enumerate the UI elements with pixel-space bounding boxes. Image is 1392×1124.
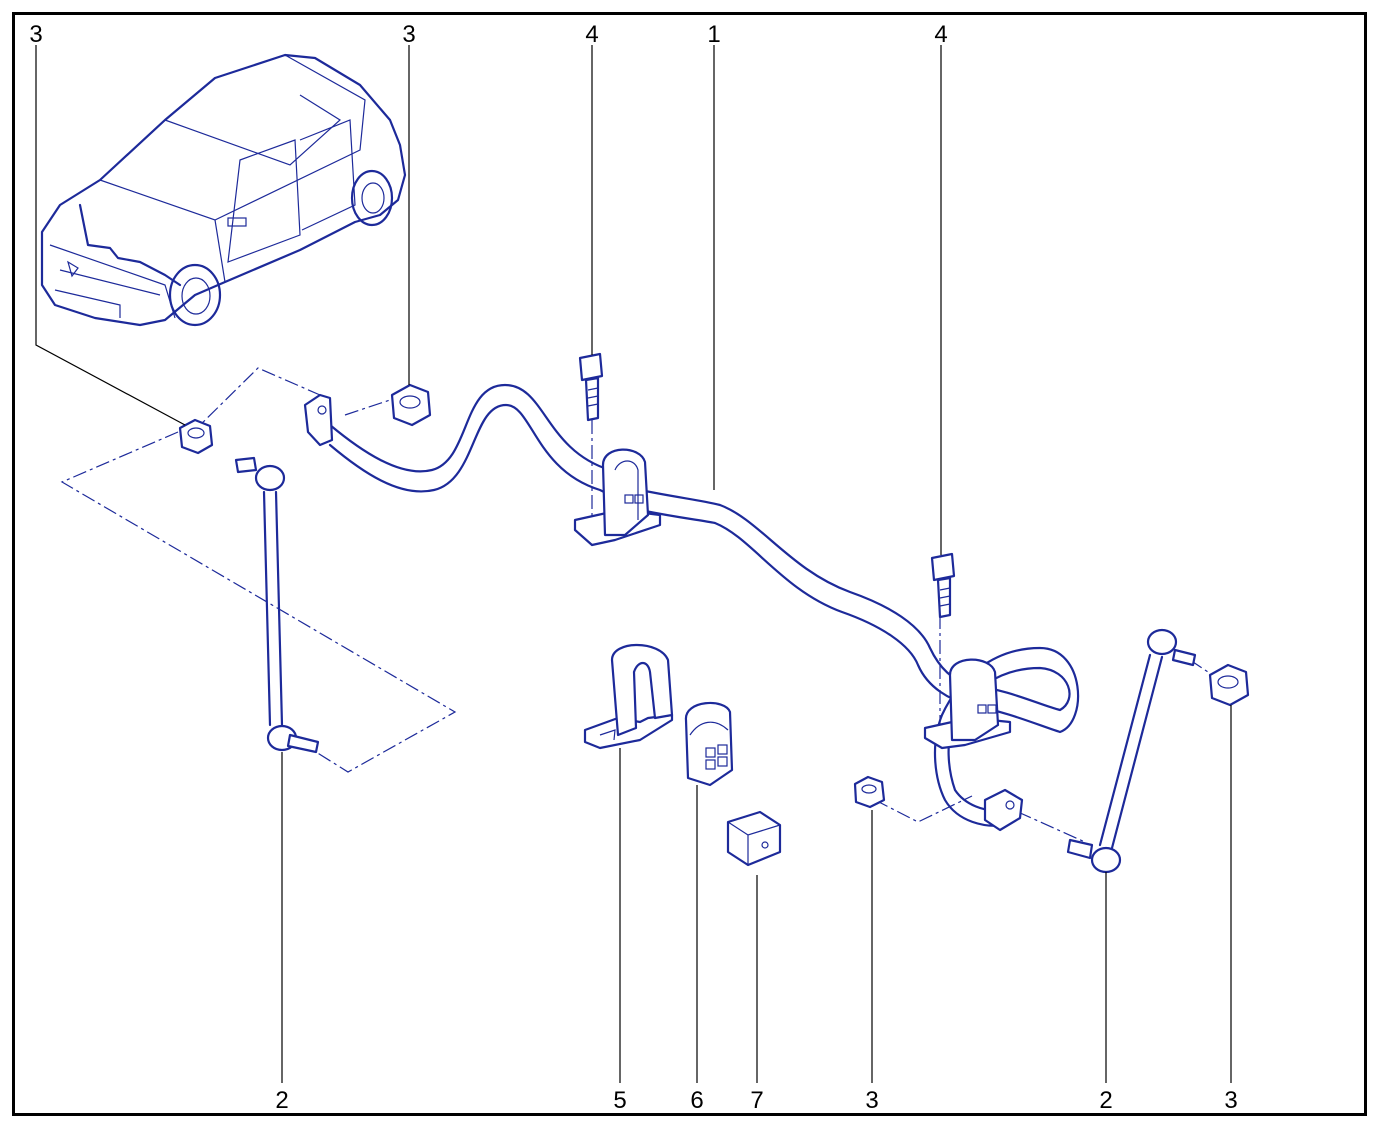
bolt-right bbox=[930, 552, 956, 619]
link-rod-left bbox=[234, 456, 320, 754]
callout-3: 3 bbox=[402, 21, 415, 48]
link-rod-right bbox=[1066, 628, 1197, 874]
nut-top-left bbox=[178, 418, 214, 455]
nut-bottom-right bbox=[1208, 663, 1250, 707]
nut-bottom-middle bbox=[853, 775, 886, 809]
diagram-frame bbox=[12, 12, 1367, 1116]
callout-4: 4 bbox=[585, 21, 598, 48]
callout-1: 1 bbox=[707, 21, 720, 48]
callouts: 3 3 4 1 4 2 5 6 7 3 2 3 bbox=[29, 21, 1237, 1114]
bush-part-6 bbox=[684, 701, 734, 787]
callout-3: 3 bbox=[1224, 1087, 1237, 1114]
nut-top-middle bbox=[390, 383, 432, 427]
callout-2: 2 bbox=[1099, 1087, 1112, 1114]
clamp-part-5 bbox=[583, 643, 674, 750]
left-mounted-clamp bbox=[573, 448, 662, 547]
callout-3: 3 bbox=[865, 1087, 878, 1114]
leader-lines bbox=[35, 45, 1232, 1083]
block-part-7 bbox=[726, 810, 782, 867]
callout-3: 3 bbox=[29, 21, 42, 48]
callout-2: 2 bbox=[275, 1087, 288, 1114]
right-mounted-clamp bbox=[923, 658, 1012, 750]
alignment-lines bbox=[60, 367, 1221, 843]
callout-4: 4 bbox=[934, 21, 947, 48]
callout-5: 5 bbox=[613, 1087, 626, 1114]
callout-6: 6 bbox=[690, 1087, 703, 1114]
car-illustration bbox=[40, 53, 407, 327]
callout-7: 7 bbox=[750, 1087, 763, 1114]
bolt-left bbox=[578, 352, 604, 422]
